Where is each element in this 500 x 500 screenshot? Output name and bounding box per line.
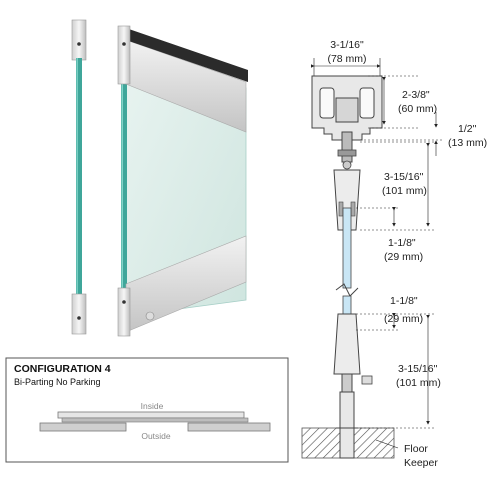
carriage — [335, 97, 359, 123]
top-rail-cap — [126, 28, 248, 82]
edge-bottom-clamp — [71, 293, 87, 335]
dim-upper-rail-mm: (101 mm) — [382, 185, 427, 197]
roller-right — [359, 87, 375, 119]
dim-top-width: 3-1/16" — [330, 39, 364, 51]
dim-gap-mm: (13 mm) — [448, 137, 487, 149]
roller-left — [319, 87, 335, 119]
floor-keeper-label-line2: Keeper — [404, 457, 438, 469]
dim-upper-rail: 3-15/16" — [384, 171, 424, 183]
configuration-title: CONFIGURATION 4 — [14, 363, 111, 375]
hanger-bolt — [341, 131, 353, 163]
dim-lower-rail-mm: (101 mm) — [396, 377, 441, 389]
dim-lower-rail: 3-15/16" — [398, 363, 438, 375]
dim-glass-top-mm: (29 mm) — [384, 251, 423, 263]
lower-guide — [341, 373, 353, 393]
adjust-nut-icon — [342, 160, 352, 170]
dim-top-width-mm: (78 mm) — [327, 53, 366, 65]
configuration-box: CONFIGURATION 4 Bi-Parting No Parking In… — [5, 357, 289, 463]
configuration-subtitle: Bi-Parting No Parking — [14, 377, 101, 387]
fixed-panel-left — [39, 422, 127, 432]
dim-glass-top: 1-1/8" — [388, 237, 416, 249]
perspective-glass-panel — [117, 25, 248, 337]
inside-label: Inside — [141, 401, 164, 411]
top-rail-endcap — [117, 25, 131, 85]
edge-top-clamp — [71, 19, 87, 61]
dim-header-height-mm: (60 mm) — [398, 103, 437, 115]
dim-glass-bottom: 1-1/8" — [390, 295, 418, 307]
outside-label: Outside — [141, 431, 171, 441]
glass-section-upper — [342, 207, 352, 289]
dim-header-height: 2-3/8" — [402, 89, 430, 101]
dim-glass-bottom-mm: (29 mm) — [384, 313, 423, 325]
screw-icon — [122, 300, 126, 304]
floor-keeper — [339, 391, 355, 459]
screw-icon — [77, 316, 81, 320]
floor-keeper-label-line1: Floor — [404, 443, 428, 455]
screw-icon — [122, 42, 126, 46]
cross-section-drawing: 3-1/16" (78 mm) 2-3/8" (60 mm) 1/2" (13 … — [301, 39, 487, 469]
lock-icon — [145, 311, 155, 321]
fixed-panel-right — [187, 422, 271, 432]
edge-glass — [76, 58, 82, 298]
break-line — [335, 283, 359, 297]
bottom-rail-endcap — [117, 287, 131, 337]
glass-edge — [121, 40, 127, 322]
edge-view-panel — [71, 19, 87, 335]
lower-clamp-rail — [333, 313, 361, 375]
dim-gap: 1/2" — [458, 123, 477, 135]
door-panel-left — [57, 411, 245, 419]
screw-icon — [77, 42, 81, 46]
